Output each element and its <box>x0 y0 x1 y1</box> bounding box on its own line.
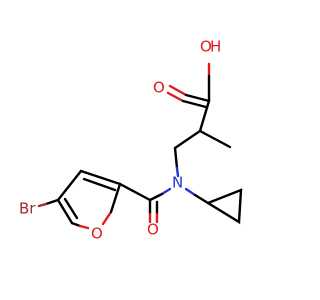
structure-diagram: O H O N O O Br <box>19 38 243 243</box>
bond-furan-c4-c5-double <box>63 197 79 220</box>
cyclopropyl-ring <box>205 188 243 225</box>
bond-furan-c3-c4 <box>56 169 83 202</box>
bond-n-amide-c-carbon <box>148 192 164 202</box>
bond-amide-furan <box>118 182 152 202</box>
bond-c-o-double-b <box>166 91 185 103</box>
bond-furan-o-c2-red <box>101 210 113 226</box>
atom-hydroxyl-h: H <box>210 38 221 56</box>
atom-acid-carbonyl-o: O <box>153 79 165 97</box>
molecule-svg: O H O N O O Br <box>19 38 243 243</box>
bond-ch2-n <box>175 166 180 178</box>
bond-n-cyclopropyl-carbon <box>193 193 210 205</box>
bond-c-o-double-a-carbon <box>184 93 211 103</box>
bond-ch2-n-carbon <box>173 146 179 170</box>
bond-ch-ch2 <box>173 129 202 150</box>
bond-furan-o-c2 <box>109 182 122 214</box>
atom-furan-o: O <box>91 225 103 243</box>
atom-hydroxyl-o: O <box>200 38 212 56</box>
bond-furan-c5-o-red <box>78 224 90 230</box>
atom-amide-n: N <box>172 174 183 192</box>
bond-cooh-ch <box>198 99 211 133</box>
atom-amide-carbonyl-o: O <box>147 221 159 239</box>
bond-ch-methyl <box>198 129 232 149</box>
bond-furan-br-red <box>37 202 48 208</box>
bond-furan-c5-o <box>70 221 82 228</box>
bond-c-o-double-a <box>168 84 188 97</box>
bond-furan-br <box>44 198 60 206</box>
bond-furan-c2-c3-double <box>82 177 117 192</box>
bond-furan-c4-c5 <box>56 198 74 225</box>
bond-n-cyclopropyl <box>184 187 197 197</box>
atom-bromine: Br <box>19 200 36 218</box>
bond-c-o-double-b-carbon <box>181 99 208 109</box>
bond-n-amide-c <box>160 187 172 196</box>
bond-furan-c2-c3 <box>79 169 122 186</box>
